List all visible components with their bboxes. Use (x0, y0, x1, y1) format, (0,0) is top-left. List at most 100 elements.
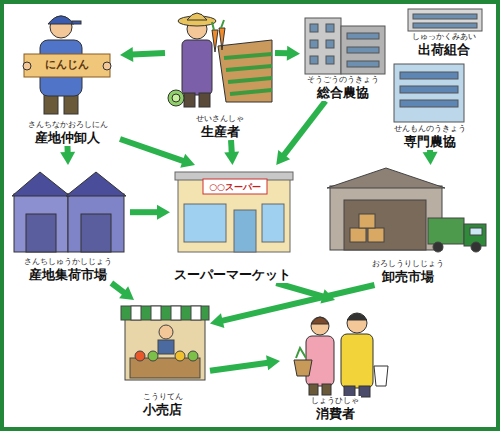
cooperative-buildings (326, 40, 334, 48)
warehouse (66, 172, 126, 196)
arrow-head (423, 152, 438, 165)
node-name: 総合農協 (315, 85, 371, 101)
cooperative-buildings (310, 40, 318, 48)
farmer-figure (219, 28, 225, 50)
retail-shop (151, 306, 161, 320)
broker-figure (72, 21, 81, 24)
arrow-shaft (111, 283, 124, 293)
cooperative-buildings (400, 72, 458, 79)
flow-node: しょうひしゃ消費者 (280, 300, 390, 422)
arrow-head (157, 205, 170, 220)
node-name: 出荷組合 (416, 42, 472, 58)
warehouse (81, 214, 111, 252)
supermarket-building (175, 172, 293, 252)
retail-shop (131, 306, 141, 320)
farmer-figure (218, 40, 272, 102)
node-label: さんちしゅうかしじょう産地集荷市場 (6, 257, 130, 283)
retail-shop (135, 351, 145, 361)
arrow-shaft (284, 101, 326, 155)
arrow-head (180, 154, 195, 168)
consumer-figures (311, 317, 329, 335)
flow-node: せいさんしゃ生産者 (165, 6, 275, 140)
cooperative-buildings (347, 47, 379, 53)
retail-shop (125, 318, 205, 380)
retail-shop (191, 306, 201, 320)
node-label: しゅっかくみあい出荷組合 (395, 32, 493, 58)
supermarket-building (203, 179, 267, 194)
node-name: 生産者 (199, 124, 242, 140)
arrow-head (210, 313, 224, 328)
flow-node: こうりてん小売店 (115, 300, 210, 418)
warehouse (14, 194, 68, 252)
flow-node: さんちしゅうかしじょう産地集荷市場 (6, 165, 130, 283)
cooperative-buildings (347, 33, 379, 39)
wholesale-market (327, 168, 445, 188)
wholesale-market (350, 228, 366, 242)
retail-shop (158, 340, 174, 354)
flow-arrow (210, 355, 280, 370)
consumer-figures (309, 384, 318, 395)
consumer-figures (294, 360, 312, 376)
wholesale-market (344, 200, 426, 250)
flow-arrow (224, 140, 239, 165)
arrow-shaft (210, 363, 268, 371)
furigana: さんちしゅうかしじょう (22, 257, 114, 267)
node-label: おろしうりしじょう卸売市場 (325, 259, 490, 285)
warehouse (68, 194, 124, 252)
consumer-figures (296, 348, 306, 358)
supermarket-building (234, 210, 256, 252)
flow-node: しゅっかくみあい出荷組合 (395, 6, 493, 58)
farmer-figure (184, 93, 195, 107)
consumer-figures (347, 314, 367, 321)
arrow-head (120, 47, 133, 62)
arrow-shaft (130, 209, 158, 215)
flow-node: さんちなかおろしにん産地仲卸人 (15, 6, 120, 146)
furigana: しゅっかくみあい (410, 32, 478, 42)
wholesale-market (359, 214, 375, 228)
node-label: そうごうのうきょう総合農協 (300, 75, 385, 101)
furigana: せいさんしゃ (194, 114, 246, 124)
node-name: 消費者 (314, 406, 357, 422)
retail-shop (159, 325, 173, 339)
farmer-figure (212, 20, 224, 30)
cooperative-buildings (305, 9, 482, 122)
broker-figure (23, 62, 31, 70)
warehouse (26, 214, 56, 252)
arrow-head (119, 286, 134, 300)
furigana: そうごうのうきょう (305, 75, 381, 85)
cooperative-buildings (310, 56, 318, 64)
node-name: 卸売市場 (380, 269, 436, 285)
flow-node: そうごうのうきょう総合農協 (300, 15, 385, 101)
consumer-figures (322, 384, 331, 395)
consumer-figures (294, 313, 388, 397)
broker-figure (103, 62, 111, 70)
cooperative-buildings (400, 100, 458, 107)
furigana: しょうひしゃ (309, 396, 361, 406)
retail-shop (171, 306, 181, 320)
node-label: せいさんしゃ生産者 (165, 114, 275, 140)
cooperative-buildings (326, 56, 334, 64)
cooperative-buildings (400, 86, 458, 93)
node-name: 産地集荷市場 (27, 267, 109, 283)
node-label: せんもんのうきょう専門農協 (390, 124, 470, 150)
wholesale-market (368, 228, 384, 242)
arrow-head (224, 152, 239, 165)
flow-node: おろしうりしじょう卸売市場 (325, 165, 490, 285)
retail-shop (121, 306, 209, 320)
wholesale-market (470, 228, 482, 235)
wholesale-market (330, 186, 442, 250)
node-label: こうりてん小売店 (115, 392, 210, 418)
consumer-figures (311, 317, 329, 324)
consumer-figures (374, 366, 388, 386)
arrow-shaft (120, 139, 184, 161)
arrow-shaft (276, 283, 323, 297)
node-label: さんちなかおろしにん産地仲卸人 (15, 120, 120, 146)
wholesale-market (471, 242, 481, 252)
flow-arrow (276, 101, 325, 165)
furigana: おろしうりしじょう (370, 259, 446, 269)
farmer-figure (168, 13, 272, 107)
flow-arrow (423, 150, 438, 165)
shop-sign: ○○スーパー (203, 181, 267, 193)
retail-shop (121, 306, 209, 380)
